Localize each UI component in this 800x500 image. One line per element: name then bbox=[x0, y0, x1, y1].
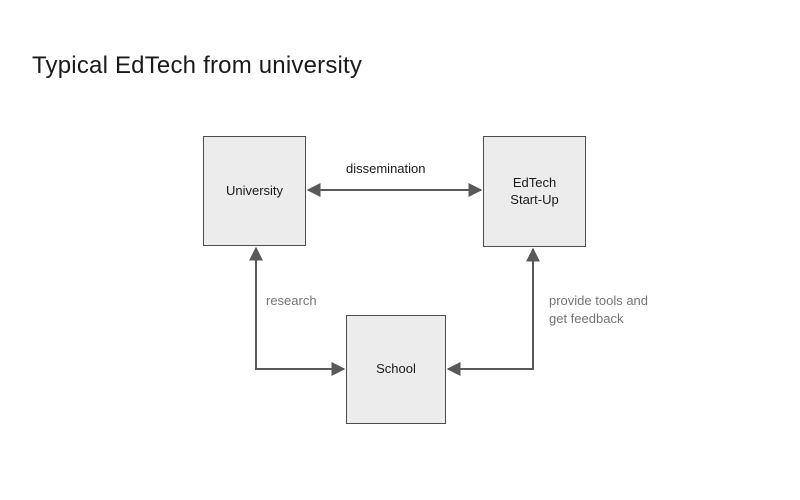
edge-label-research: research bbox=[266, 293, 317, 308]
node-university-label: University bbox=[225, 182, 284, 198]
node-school[interactable]: School bbox=[346, 315, 446, 424]
edge-label-provide-tools: provide tools and get feedback bbox=[549, 293, 649, 326]
edge-provide-tools bbox=[446, 247, 540, 376]
edge-label-dissemination: dissemination bbox=[346, 161, 426, 176]
node-edtech-startup-label: EdTech Start-Up bbox=[510, 175, 559, 207]
node-school-label: School bbox=[376, 361, 416, 377]
node-university[interactable]: University bbox=[203, 136, 306, 246]
page-title: Typical EdTech from university bbox=[32, 52, 363, 79]
node-edtech-startup[interactable]: EdTech Start-Up bbox=[483, 136, 586, 247]
